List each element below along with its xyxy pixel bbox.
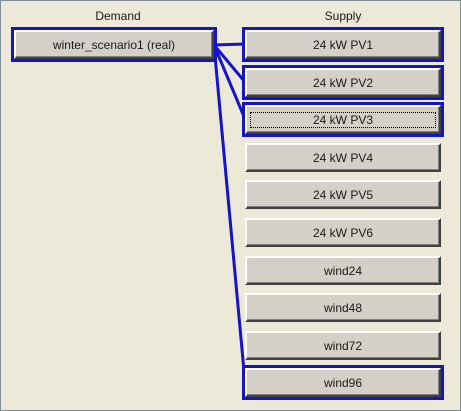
supply-item-label: wind24 [323,263,363,278]
supply-column-header: Supply [324,9,362,23]
demand-item-winter-scenario1[interactable]: winter_scenario1 (real) [11,27,217,62]
supply-item-8[interactable]: wind48 [245,293,441,322]
supply-item-3[interactable]: 24 kW PV3 [242,102,444,137]
supply-item-7[interactable]: wind24 [245,256,441,285]
supply-item-label: wind48 [323,300,363,315]
supply-item-5[interactable]: 24 kW PV5 [245,180,441,209]
supply-item-label: 24 kW PV1 [312,37,374,52]
supply-item-label: 24 kW PV2 [312,75,374,90]
supply-item-2[interactable]: 24 kW PV2 [242,65,444,100]
supply-item-label: wind96 [323,375,363,390]
supply-item-9[interactable]: wind72 [245,331,441,360]
supply-item-label: 24 kW PV5 [312,187,374,202]
supply-item-label: 24 kW PV6 [312,225,374,240]
supply-item-10[interactable]: wind96 [242,365,444,400]
demand-item-label: winter_scenario1 (real) [52,37,176,52]
supply-item-label: 24 kW PV4 [312,150,374,165]
supply-item-label: 24 kW PV3 [249,111,437,128]
supply-item-6[interactable]: 24 kW PV6 [245,218,441,247]
supply-item-1[interactable]: 24 kW PV1 [242,27,444,62]
demand-column-header: Demand [95,9,141,23]
supply-item-4[interactable]: 24 kW PV4 [245,143,441,172]
supply-item-label: wind72 [323,338,363,353]
